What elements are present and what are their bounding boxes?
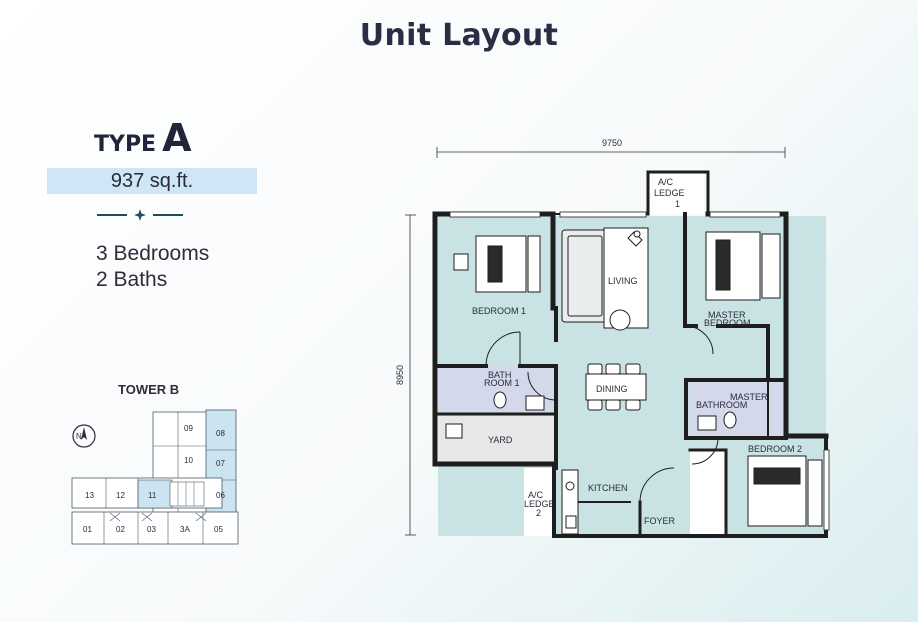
ac-ledge-1-floor [648, 170, 704, 214]
tower-unit-label: 01 [83, 525, 92, 534]
unit-summary: 3 Bedrooms 2 Baths [96, 241, 209, 293]
master-bedroom-label: BEDROOM [704, 318, 751, 328]
ac-ledge-1-label: 1 [675, 199, 680, 209]
bedroom-count: 3 Bedrooms [96, 242, 210, 265]
master-bathroom-label: MASTER [730, 392, 768, 402]
tower-key-plan: N 09 08 10 07 06 13 12 11 01 02 03 3A 05 [71, 409, 239, 545]
bathroom1-label: ROOM 1 [484, 378, 520, 388]
foyer-label: FOYER [644, 516, 676, 526]
tower-unit-label: 08 [216, 429, 225, 438]
bedroom1-bed [453, 235, 541, 293]
master-bed [705, 231, 781, 301]
yard-label: YARD [488, 435, 513, 445]
bath-count: 2 Baths [96, 268, 168, 291]
page-title: Unit Layout [359, 18, 559, 53]
living-furniture [561, 227, 649, 331]
compass-label: N [76, 432, 82, 441]
tower-unit-label: 03 [147, 525, 156, 534]
master-bathroom-label: BATHROOM [696, 400, 747, 410]
dining-label: DINING [596, 384, 628, 394]
ornament-divider [97, 209, 183, 221]
unit-type-letter: A [162, 116, 192, 160]
windows [449, 211, 830, 531]
tower-lower-block [71, 511, 239, 545]
kitchen-counter [561, 469, 579, 535]
master-bedroom-label: MASTER [708, 310, 746, 320]
bedroom1-label: BEDROOM 1 [472, 306, 526, 316]
height-dimension-line [405, 214, 416, 536]
width-dimension-line [436, 147, 786, 158]
ac-ledge-2-floor [524, 468, 554, 536]
living-label: LIVING [608, 276, 638, 286]
bath-fixtures [445, 391, 737, 439]
door-swings [485, 325, 719, 503]
tower-unit-label: 10 [184, 456, 193, 465]
floor-plan: 9750 8950 [395, 138, 830, 538]
tower-unit-label: 06 [216, 491, 225, 500]
tower-unit-label: 3A [180, 525, 190, 534]
width-dimension: 9750 [602, 138, 622, 148]
ac-ledge-1-label: LEDGE [654, 188, 685, 198]
unit-type-word: TYPE [94, 132, 157, 157]
tower-unit-label: 12 [116, 491, 125, 500]
tower-unit-label: 09 [184, 424, 193, 433]
unit-area-badge: 937 sq.ft. [47, 168, 257, 194]
height-dimension: 8950 [395, 365, 405, 385]
tower-label: TOWER B [118, 382, 180, 397]
tower-unit-label: 11 [148, 491, 157, 500]
tower-unit-label: 13 [85, 491, 94, 500]
tower-unit-label: 05 [214, 525, 223, 534]
bathroom1-label: BATH [488, 370, 511, 380]
tower-unit-label: 07 [216, 459, 225, 468]
bedroom2-bed [747, 455, 823, 527]
ac-ledge-1-label: A/C [658, 177, 674, 187]
compass-icon [72, 424, 96, 448]
ac-ledge-2-label: LEDGE [524, 499, 555, 509]
dining-table [585, 363, 647, 411]
ac-ledge-2-label: 2 [536, 508, 541, 518]
tower-unit-label: 02 [116, 525, 125, 534]
ac-ledge-2-label: A/C [528, 490, 544, 500]
kitchen-label: KITCHEN [588, 483, 628, 493]
bedroom2-label: BEDROOM 2 [748, 444, 802, 454]
